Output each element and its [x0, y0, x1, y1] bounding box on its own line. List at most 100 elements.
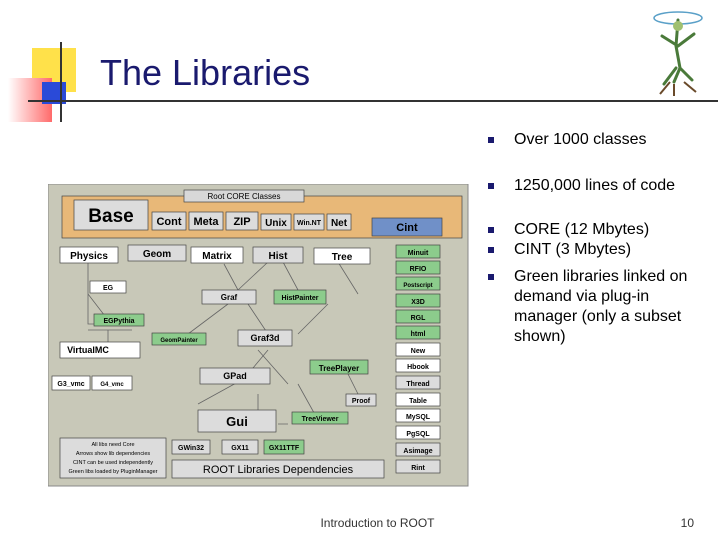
- libraries-dependency-diagram: Root CORE Classes Base Cont Meta ZIP Uni…: [48, 184, 469, 487]
- g3-vmc-box: [51, 375, 91, 391]
- hbook-box: [395, 358, 441, 373]
- graf3d-label: Graf3d: [250, 333, 279, 343]
- rgl-box: [395, 309, 441, 324]
- core-label: Root CORE Classes: [208, 192, 281, 201]
- cont-box: [151, 211, 187, 231]
- winnt-label: Win.NT: [297, 220, 322, 227]
- postscript-box: [395, 276, 441, 291]
- gx11ttf-label: GX11TTF: [269, 445, 300, 452]
- rgl-label: RGL: [411, 315, 427, 322]
- treeviewer-box: [291, 411, 349, 425]
- html-label: html: [411, 331, 426, 338]
- new-label: New: [411, 348, 426, 355]
- bullet-square-icon: [488, 227, 494, 233]
- histpainter-box: [273, 289, 327, 305]
- right-column: Minuit RFIO Postscript X3D RGL html New …: [395, 244, 441, 474]
- matrix-box: [190, 246, 244, 264]
- gui-box: [197, 409, 277, 433]
- egpythia-box: [93, 313, 145, 327]
- unix-box: [260, 213, 292, 231]
- bullet-text: CORE (12 Mbytes): [514, 221, 650, 238]
- new-box: [395, 342, 441, 357]
- treeplayer-box: [309, 359, 369, 375]
- postscript-label: Postscript: [403, 283, 432, 289]
- minuit-box: [395, 244, 441, 259]
- root-tree-logo-icon: [653, 11, 703, 96]
- tree-label: Tree: [332, 252, 353, 263]
- gx11-label: GX11: [231, 445, 249, 452]
- legend-line: All libs need Core: [91, 442, 134, 448]
- bullet-square-icon: [488, 183, 494, 189]
- treeviewer-label: TreeViewer: [302, 416, 339, 423]
- meta-label: Meta: [193, 216, 219, 228]
- mysql-label: MySQL: [406, 414, 431, 421]
- dependencies-title: ROOT Libraries Dependencies: [203, 464, 354, 476]
- deco-vertical-line: [60, 42, 62, 122]
- thread-box: [395, 375, 441, 390]
- page-number: 10: [680, 516, 694, 530]
- gui-label: Gui: [226, 414, 248, 429]
- bullet-square-icon: [488, 137, 494, 143]
- mysql-box: [395, 408, 441, 423]
- tree-box: [313, 247, 371, 265]
- asimage-label: Asimage: [403, 448, 432, 455]
- bullet-square-icon: [488, 274, 494, 280]
- legend-line: CINT can be used independently: [73, 460, 153, 466]
- cont-label: Cont: [156, 216, 181, 228]
- bullet-square-icon: [488, 247, 494, 253]
- eg-box: [89, 280, 127, 294]
- g3-vmc-label: G3_vmc: [57, 381, 84, 388]
- minuit-label: Minuit: [408, 250, 429, 257]
- physics-box: [59, 246, 119, 264]
- treeplayer-label: TreePlayer: [319, 364, 359, 373]
- thread-label: Thread: [406, 381, 429, 388]
- geom-label: Geom: [143, 249, 171, 260]
- graf-box: [201, 289, 257, 305]
- deco-horizontal-line: [28, 100, 718, 102]
- zip-label: ZIP: [233, 216, 250, 228]
- histpainter-label: HistPainter: [282, 295, 319, 302]
- gwin32-box: [171, 439, 211, 455]
- rfio-box: [395, 260, 441, 275]
- footer-text: Introduction to ROOT: [320, 516, 435, 530]
- bullet-text: CINT (3 Mbytes): [514, 241, 632, 258]
- bullet-text: Over 1000 classes: [514, 131, 647, 148]
- proof-label: Proof: [352, 398, 371, 405]
- eg-label: EG: [103, 285, 114, 292]
- meta-box: [188, 211, 224, 231]
- rfio-label: RFIO: [410, 266, 427, 273]
- zip-box: [225, 211, 259, 231]
- gpad-label: GPad: [223, 371, 247, 381]
- hist-box: [252, 246, 304, 264]
- pgsql-box: [395, 425, 441, 440]
- proof-box: [345, 393, 377, 407]
- bullet-text: Green libraries linked on demand via plu…: [514, 268, 688, 345]
- pgsql-label: PgSQL: [406, 431, 430, 438]
- matrix-label: Matrix: [202, 251, 232, 262]
- virtualmc-label: VirtualMC: [67, 345, 109, 355]
- rint-box: [395, 459, 441, 474]
- geom-box: [127, 244, 187, 262]
- geompainter-box: [151, 332, 207, 346]
- virtualmc-box: [59, 341, 141, 359]
- g4-vmc-box: [91, 375, 133, 391]
- core-label-box: [183, 189, 305, 203]
- graf3d-box: [237, 329, 293, 347]
- net-box: [326, 213, 352, 231]
- asimage-box: [395, 442, 441, 457]
- legend-line: Arrows show lib dependencies: [76, 451, 151, 457]
- html-box: [395, 325, 441, 340]
- base-label: Base: [88, 206, 133, 227]
- hist-label: Hist: [269, 251, 289, 262]
- table-label: Table: [409, 398, 427, 405]
- g4-vmc-label: G4_vmc: [100, 382, 124, 388]
- gx11ttf-box: [263, 439, 305, 455]
- physics-label: Physics: [70, 251, 108, 262]
- gpad-box: [199, 367, 271, 385]
- bullet-text: 1250,000 lines of code: [514, 177, 676, 194]
- cint-label: Cint: [396, 222, 418, 234]
- cint-box: [371, 217, 443, 237]
- unix-label: Unix: [265, 218, 287, 229]
- table-box: [395, 392, 441, 407]
- egpythia-label: EGPythia: [103, 318, 134, 325]
